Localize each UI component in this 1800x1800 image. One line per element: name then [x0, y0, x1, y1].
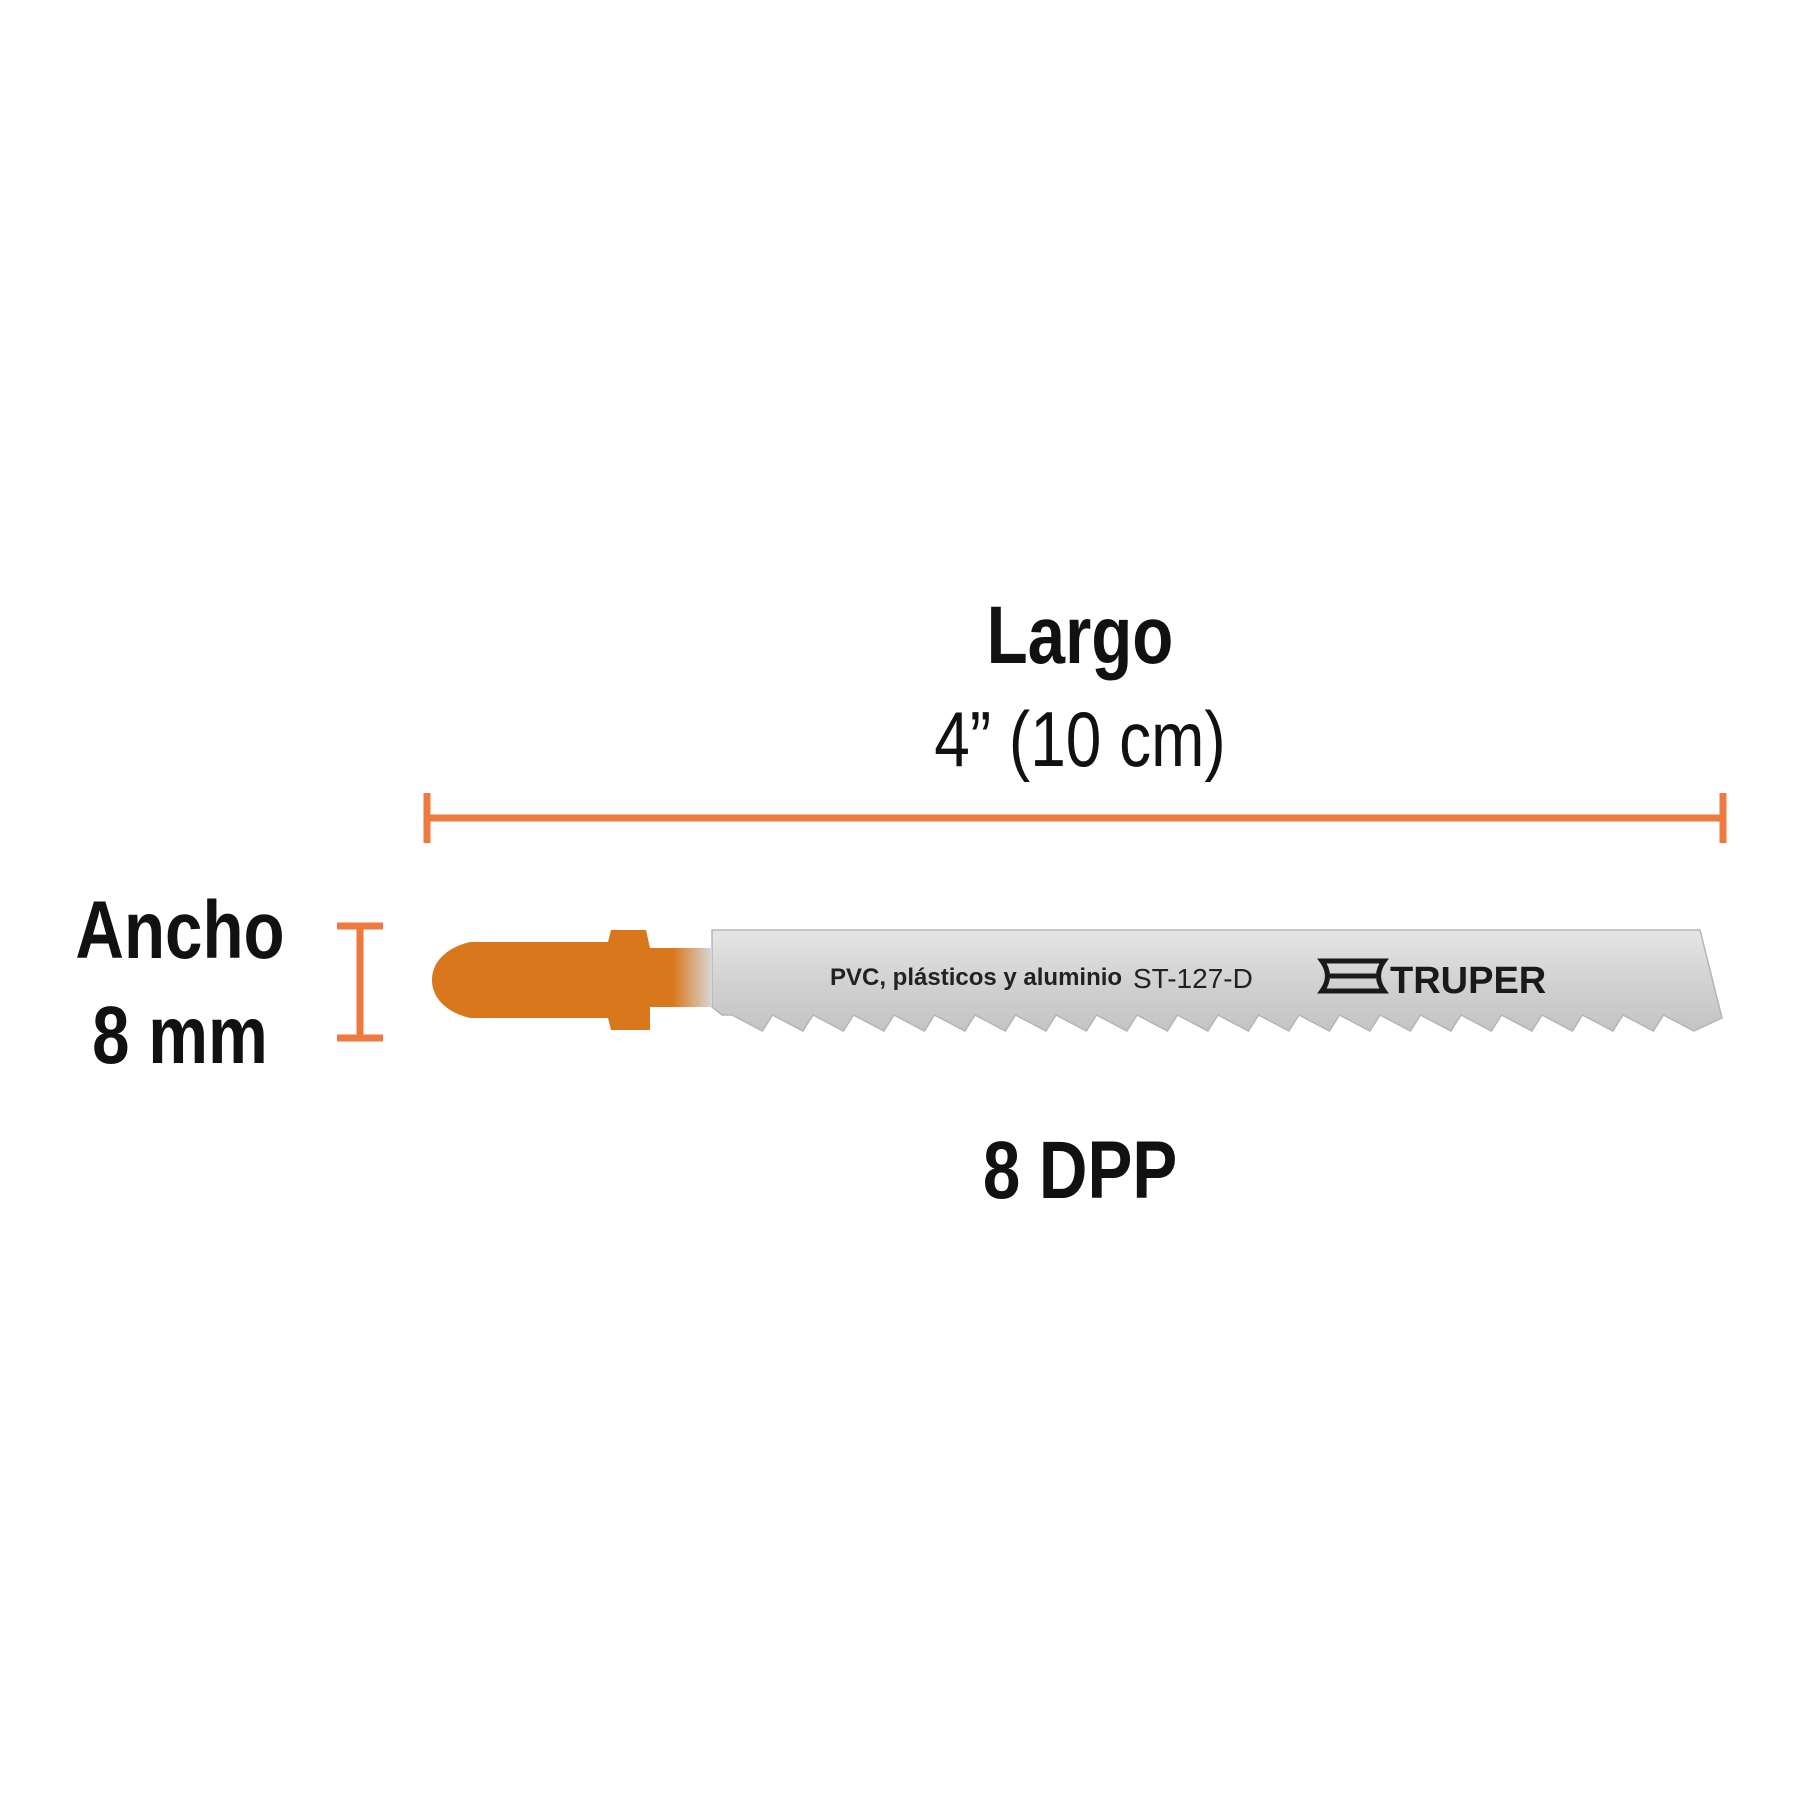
width-value: 8 mm: [92, 990, 268, 1081]
blade-material-text: PVC, plásticos y aluminio: [830, 964, 1122, 991]
teeth-per-inch-value: 8 DPP: [982, 1125, 1178, 1216]
blade-body: [711, 929, 1723, 1032]
width-dimension-marker: [337, 922, 383, 1042]
length-dimension-line: [423, 793, 1727, 843]
width-title: Ancho: [75, 885, 285, 976]
length-title: Largo: [986, 590, 1174, 681]
brand-name: TRUPER: [1390, 960, 1546, 1002]
blade-shank: [432, 930, 712, 1030]
truper-logo-icon: TRUPER: [1317, 958, 1546, 1002]
blade-model-code: ST-127-D: [1133, 963, 1253, 994]
length-value: 4” (10 cm): [934, 695, 1226, 783]
